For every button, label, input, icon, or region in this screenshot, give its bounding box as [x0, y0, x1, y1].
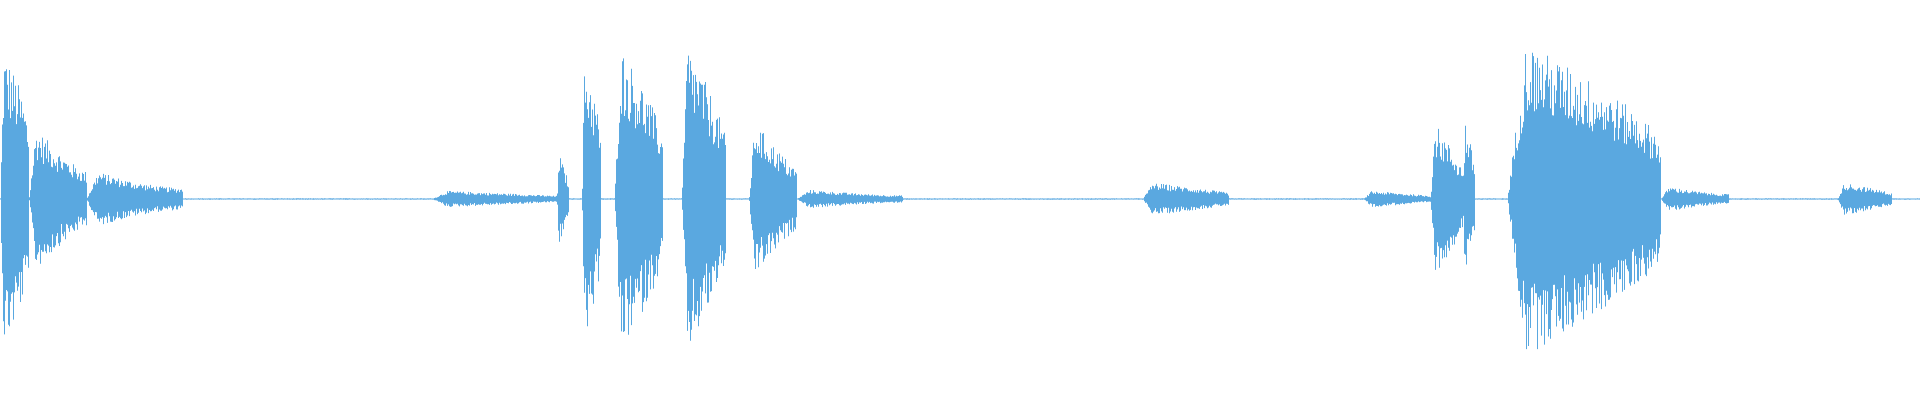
waveform-peaks [0, 52, 1920, 350]
